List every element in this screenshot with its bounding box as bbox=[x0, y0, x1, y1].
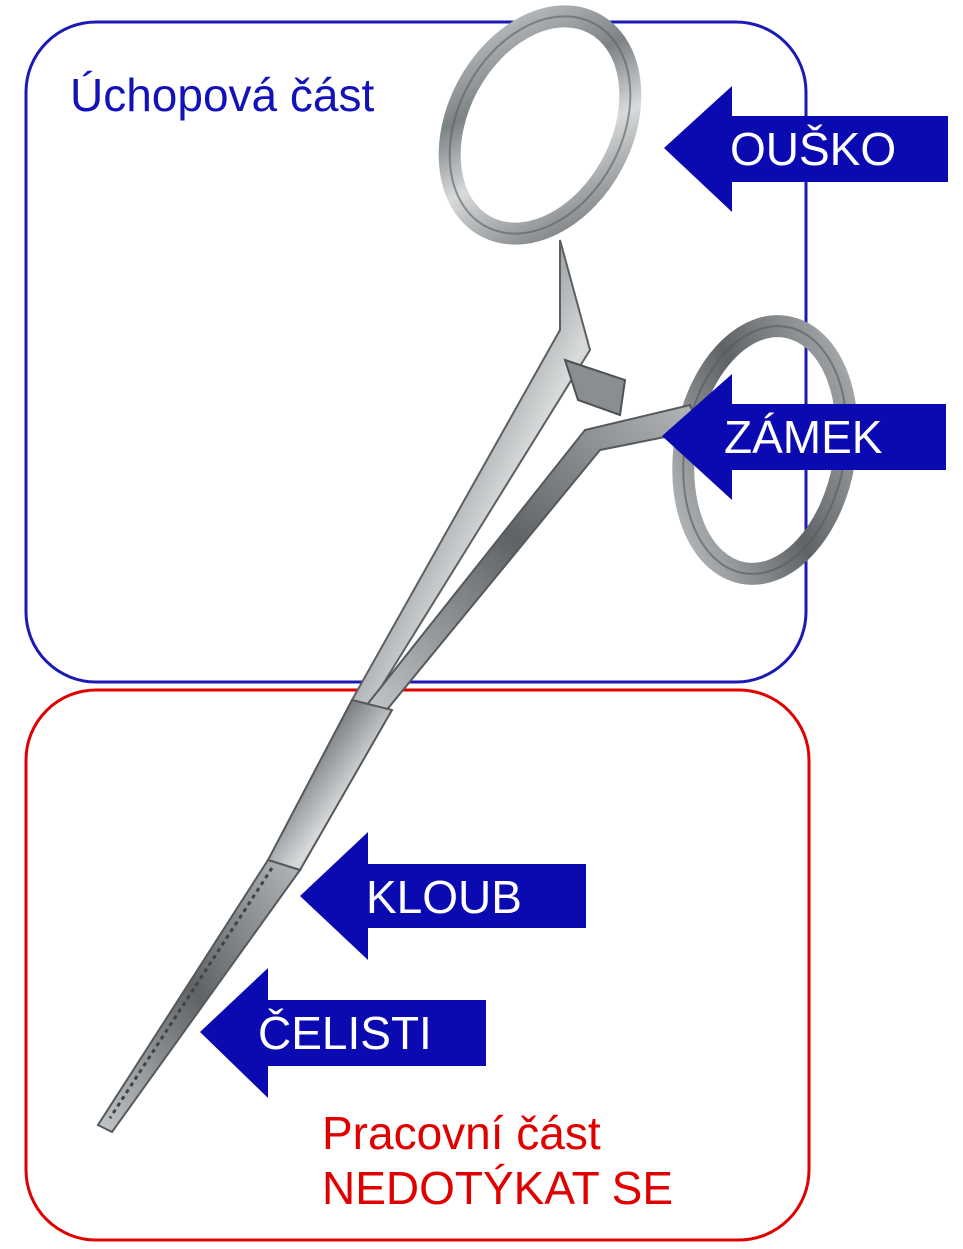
callout-label-kloub: KLOUB bbox=[366, 874, 522, 920]
working-region-warning: NEDOTÝKAT SE bbox=[322, 1161, 673, 1216]
working-region-title-line1: Pracovní část bbox=[322, 1106, 673, 1161]
callout-label-celisti: ČELISTI bbox=[258, 1010, 432, 1056]
grip-region-title: Úchopová část bbox=[70, 68, 374, 122]
callout-label-ousko: OUŠKO bbox=[730, 126, 896, 172]
working-region-title: Pracovní část NEDOTÝKAT SE bbox=[322, 1106, 673, 1216]
callout-label-zamek: ZÁMEK bbox=[724, 414, 882, 460]
